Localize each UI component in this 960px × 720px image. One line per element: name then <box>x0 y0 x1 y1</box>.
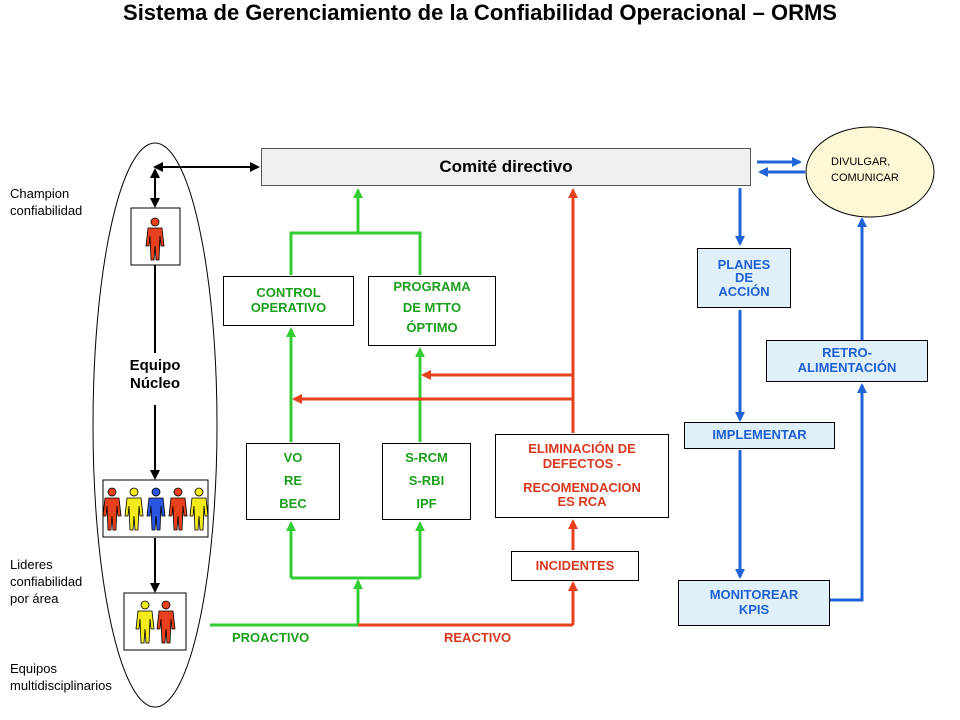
programa-mtto-box: PROGRAMA DE MTTO ÓPTIMO <box>368 276 496 346</box>
teams-label-line-2: multidisciplinarios <box>10 677 112 693</box>
control-operativo-box: CONTROL OPERATIVO <box>223 276 354 326</box>
control-line-2: OPERATIVO <box>250 300 327 315</box>
person-icon-blue <box>146 487 166 531</box>
leaders-label: Lideres confiabilidad por área <box>10 557 82 608</box>
champion-label-line-2: confiabilidad <box>10 202 83 218</box>
retroalimentacion-box: RETRO- ALIMENTACIÓN <box>766 340 928 382</box>
implementar-label: IMPLEMENTAR <box>712 427 807 443</box>
srcm-line-3: IPF <box>416 495 437 511</box>
planes-accion-box: PLANES DE ACCIÓN <box>697 248 791 308</box>
programa-line-3: ÓPTIMO <box>406 320 458 336</box>
divulgar-line-1: DIVULGAR, <box>831 156 891 168</box>
core-team-line-2: Núcleo <box>129 375 180 392</box>
elim-line-4: ES RCA <box>557 494 607 510</box>
divulgar-text: DIVULGAR, COMUNICAR <box>831 155 899 187</box>
vo-line-3: BEC <box>279 495 307 511</box>
person-icon-yellow <box>135 600 155 644</box>
person-icon-red <box>156 600 176 644</box>
leaders-label-line-1: Lideres <box>10 557 53 572</box>
arrow-monitorear-to-retro <box>830 383 867 602</box>
core-team-line-1: Equipo <box>129 357 181 374</box>
programa-line-2: DE MTTO <box>402 299 462 315</box>
vo-re-bec-box: VO RE BEC <box>246 443 340 520</box>
vo-line-1: VO <box>283 450 303 466</box>
incidentes-box: INCIDENTES <box>511 551 639 581</box>
divulgar-ellipse <box>805 126 935 218</box>
page-title: Sistema de Gerenciamiento de la Confiabi… <box>123 0 837 25</box>
monitorear-line-1: MONITOREAR <box>709 587 799 603</box>
vo-line-2: RE <box>283 473 303 489</box>
proactivo-label: PROACTIVO <box>232 630 310 645</box>
champion-label: Champion confiabilidad <box>10 186 82 220</box>
committee-label: Comité directivo <box>439 157 573 177</box>
planes-line-3: ACCIÓN <box>718 283 770 299</box>
incidentes-label: INCIDENTES <box>535 557 615 573</box>
person-icon-red <box>168 487 188 531</box>
planes-line-1: PLANES <box>717 256 771 272</box>
control-line-1: CONTROL <box>256 285 321 301</box>
person-icon-yellow <box>189 487 209 531</box>
divulgar-line-2: COMUNICAR <box>831 171 899 184</box>
monitorear-line-2: KPIS <box>738 602 770 617</box>
srcm-line-1: S-RCM <box>405 450 448 466</box>
programa-line-1: PROGRAMA <box>393 278 471 294</box>
leaders-label-line-2: confiabilidad <box>10 573 83 589</box>
elim-line-1: ELIMINACIÓN DE <box>528 440 636 456</box>
teams-figure-box <box>123 592 187 651</box>
implementar-box: IMPLEMENTAR <box>684 422 835 449</box>
srcm-line-2: S-RBI <box>408 473 445 489</box>
planes-line-2: DE <box>734 270 754 286</box>
leaders-label-line-3: por área <box>10 590 59 606</box>
person-icon-yellow <box>124 487 144 531</box>
committee-box: Comité directivo <box>261 148 751 186</box>
retro-line-1: RETRO- <box>822 345 872 361</box>
eliminacion-defectos-box: ELIMINACIÓN DE DEFECTOS - RECOMENDACION … <box>495 434 669 518</box>
elim-line-3: RECOMENDACION <box>523 479 641 495</box>
elim-line-2: DEFECTOS - <box>542 455 622 471</box>
champion-label-line-1: Champion <box>10 186 70 201</box>
reactivo-label: REACTIVO <box>444 630 512 645</box>
srcm-box: S-RCM S-RBI IPF <box>382 443 471 520</box>
person-icon-red <box>145 217 165 261</box>
core-team-ellipse <box>92 142 218 708</box>
person-icon-red <box>102 487 122 531</box>
teams-label: Equipos multidisciplinarios <box>10 661 112 695</box>
core-team-label: Equipo Núcleo <box>105 357 205 393</box>
teams-label-line-1: Equipos <box>10 661 57 676</box>
line-control-programa-join <box>289 231 422 275</box>
retro-line-2: ALIMENTACIÓN <box>797 360 897 375</box>
monitorear-kpis-box: MONITOREAR KPIS <box>678 580 830 626</box>
